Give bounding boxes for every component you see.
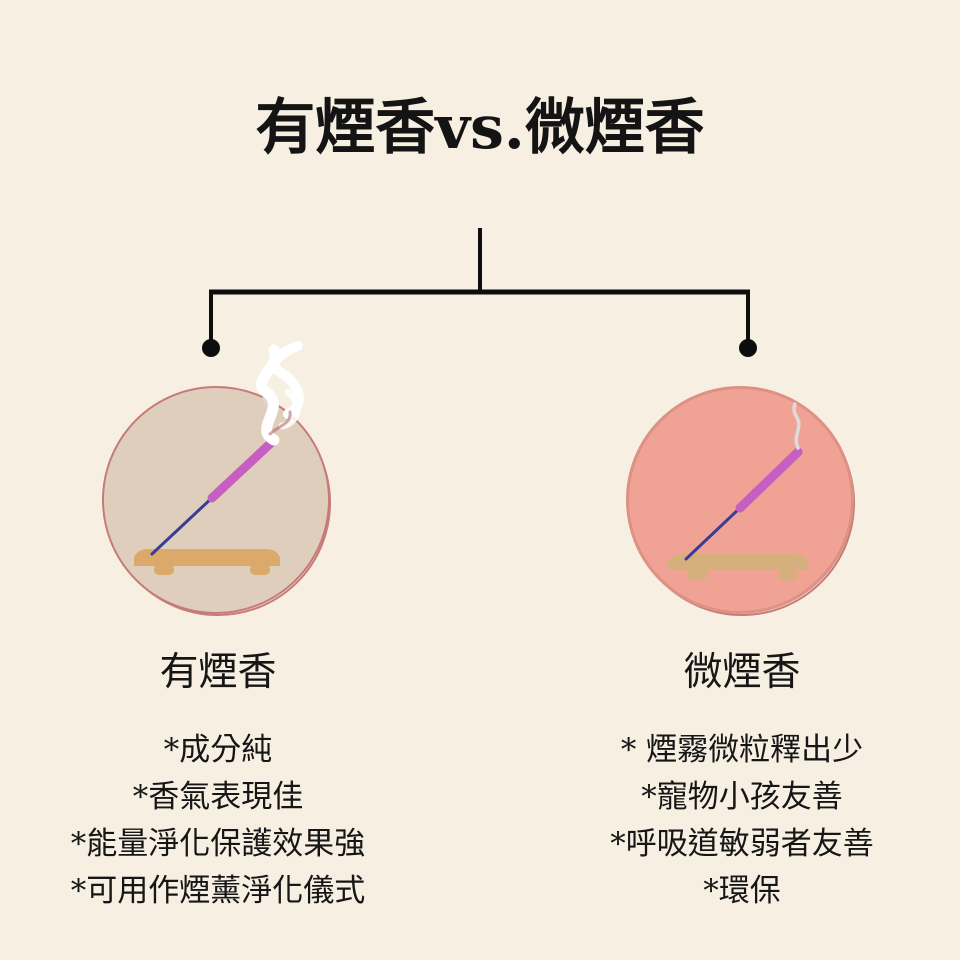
list-item: *成分純: [163, 732, 273, 768]
bullet-list-low-smoke: * 煙霧微粒釋出少 *寵物小孩友善 *呼吸道敏弱者友善 *環保: [522, 727, 960, 915]
list-item: *呼吸道敏弱者友善: [610, 826, 874, 862]
list-item: *香氣表現佳: [132, 779, 304, 815]
connector-node-right-icon: [739, 339, 757, 357]
smoke-wisp-thin-right-icon: [792, 388, 801, 450]
list-item: *環保: [703, 873, 781, 909]
list-item: *可用作煙薰淨化儀式: [70, 873, 366, 909]
list-item: *能量淨化保護效果強: [70, 826, 366, 862]
incense-holder-icon: [134, 549, 280, 575]
incense-stick-icon: [150, 437, 277, 556]
list-item: * 煙霧微粒釋出少: [620, 732, 864, 768]
column-heading-low-smoke: 微煙香: [683, 650, 801, 695]
page-title: 有煙香vs.微煙香: [255, 93, 705, 163]
list-item: *寵物小孩友善: [641, 779, 843, 815]
illustration-low-smoke-incense: [626, 386, 858, 618]
connector-node-left-icon: [202, 339, 220, 357]
bullet-list-smoky: *成分純 *香氣表現佳 *能量淨化保護效果強 *可用作煙薰淨化儀式: [0, 727, 438, 915]
circle-disc-right: [626, 386, 854, 614]
column-heading-smoky: 有煙香: [159, 650, 277, 695]
smoke-accent-left-icon: [268, 410, 292, 436]
scene-smoky: [134, 341, 304, 575]
illustration-smoky-incense: [102, 341, 334, 618]
incense-stick-icon: [684, 447, 803, 561]
incense-holder-icon: [668, 554, 808, 580]
scene-low-smoke: [668, 388, 808, 580]
